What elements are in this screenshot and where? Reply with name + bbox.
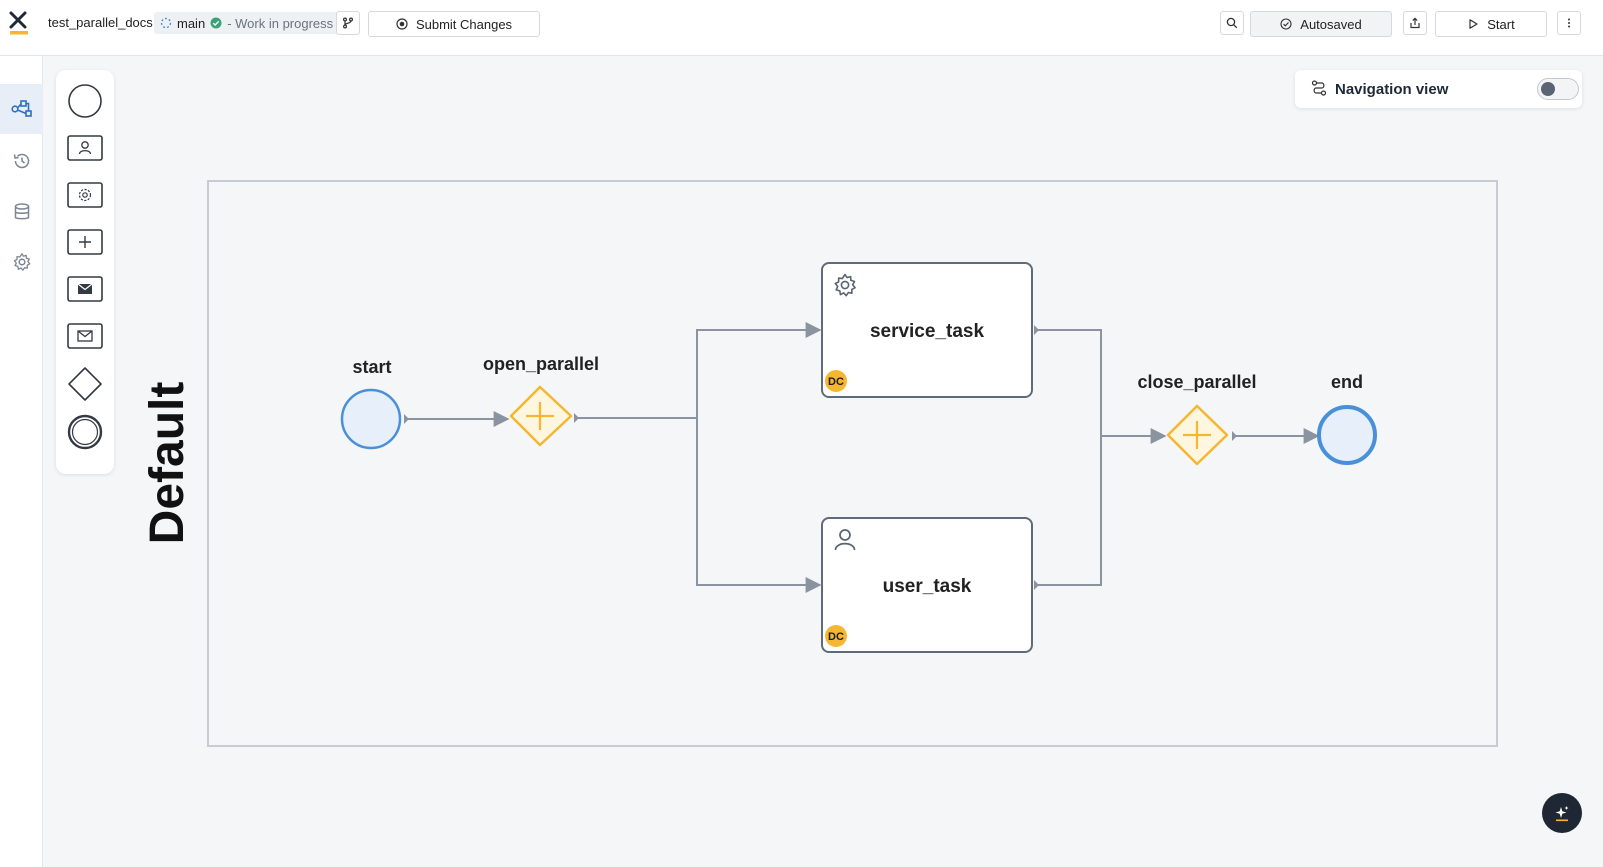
node-user-task[interactable]: user_task DC [821,517,1033,653]
gear-icon [834,273,856,297]
person-icon [834,529,856,551]
search-button[interactable] [1220,11,1244,35]
share-button[interactable] [1403,11,1427,35]
flow-service-to-join[interactable] [1034,329,1102,436]
rail-item-history[interactable] [0,136,43,186]
settings-icon [13,253,30,271]
user-task-box[interactable] [821,517,1033,653]
rail-item-settings[interactable] [0,237,43,287]
service-task-icon [67,182,103,208]
parallel-gateway-diamond[interactable] [1166,404,1229,466]
flow-ports [404,325,1237,590]
palette-service-task[interactable] [67,177,103,215]
service-task-box[interactable] [821,262,1033,398]
parallel-gateway-diamond[interactable] [509,385,573,447]
gateway-icon [68,367,102,401]
element-palette [56,70,114,474]
top-bar: test_parallel_docs main - Work in progre… [0,0,1603,56]
database-icon [14,203,29,220]
user-task-label: user_task [883,576,972,597]
end-label: end [1331,372,1363,392]
navigation-view-card: Navigation view [1295,70,1582,108]
open-parallel-label: open_parallel [483,354,599,374]
palette-subprocess[interactable] [67,224,103,262]
flow-open-to-service[interactable] [696,322,822,418]
more-options-button[interactable] [1557,11,1581,35]
autosave-label: Autosaved [1300,16,1362,32]
rail-item-data[interactable] [0,187,43,237]
flow-open-to-user[interactable] [696,418,822,593]
more-vertical-icon [1568,18,1570,28]
branch-name: main [177,15,206,31]
submit-changes-label: Submit Changes [415,16,513,32]
node-open-parallel[interactable]: open_parallel [483,354,599,447]
search-icon [1226,17,1238,29]
start-label: Start [1487,16,1515,32]
palette-user-task[interactable] [67,130,103,168]
navigation-view-toggle[interactable] [1537,78,1579,100]
flow-user-to-join[interactable] [1034,436,1102,586]
parallel-plus-icon [526,402,554,430]
autosave-indicator: Autosaved [1250,11,1392,37]
user-task-icon [67,135,103,161]
navigation-view-label: Navigation view [1335,81,1449,98]
palette-end-event[interactable] [67,413,103,451]
close-parallel-label: close_parallel [1137,372,1256,392]
start-label: start [352,357,391,377]
ai-assistant-button[interactable] [1542,793,1582,833]
check-circle-icon [210,17,222,29]
start-button[interactable]: Start [1435,11,1547,37]
process-icon [10,100,32,117]
toggle-knob [1541,82,1555,96]
assignee-badge [825,370,847,392]
message-receive-icon [67,323,103,349]
play-icon [1469,19,1478,29]
git-branch-icon [343,17,353,29]
branch-merge-button[interactable] [336,11,360,35]
lane-label: Default [141,382,194,545]
message-send-icon [67,276,103,302]
branch-status-spinner-icon [160,17,172,29]
record-icon [396,18,408,30]
palette-start-event[interactable] [67,82,103,120]
submit-changes-button[interactable]: Submit Changes [368,11,540,37]
palette-receive-message[interactable] [67,318,103,356]
assignee-badge [825,625,847,647]
palette-gateway[interactable] [67,365,103,403]
rail-item-process[interactable] [0,84,43,134]
check-circle-outline-icon [1280,18,1292,30]
node-end[interactable]: end [1317,372,1377,465]
project-name[interactable]: test_parallel_docs [48,15,153,30]
branch-status-text: - Work in progress [227,15,334,31]
end-event-icon [67,414,103,450]
node-close-parallel[interactable]: close_parallel [1137,372,1257,466]
end-event-circle[interactable] [1317,405,1377,465]
node-service-task[interactable]: service_task DC [821,262,1033,398]
app-logo[interactable] [8,10,30,36]
lane-boundary[interactable] [207,180,1498,747]
palette-send-message[interactable] [67,271,103,309]
assignee-badge-initials: DC [828,376,844,388]
node-start[interactable]: start [340,357,402,450]
start-event-icon [68,84,102,118]
left-rail [0,56,43,867]
start-event-circle[interactable] [340,388,402,450]
history-icon [13,153,29,169]
sequence-flows [404,322,1320,593]
assignee-badge-initials: DC [828,631,844,643]
upload-icon [1410,17,1420,29]
subprocess-icon [67,229,103,255]
sparkle-icon [1555,806,1569,822]
branch-selector[interactable]: main - Work in progress [154,12,340,34]
parallel-plus-icon [1183,421,1211,449]
service-task-label: service_task [870,321,985,342]
route-icon [1311,80,1327,96]
